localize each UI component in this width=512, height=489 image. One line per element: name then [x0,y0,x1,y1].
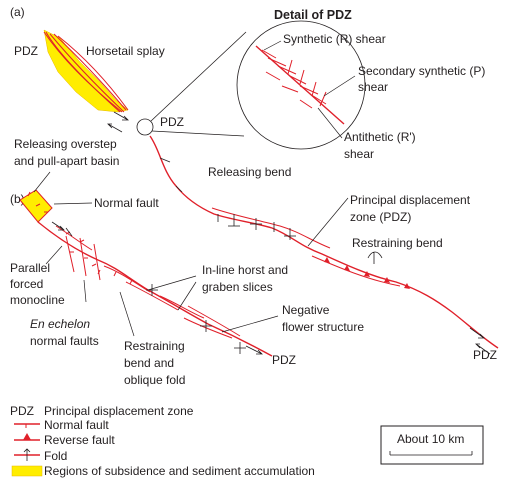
overstep-leader [33,171,51,193]
synthetic-label: Synthetic (R) shear [283,32,386,46]
detail-title: Detail of PDZ [274,8,352,22]
pdz-small-circle [136,118,154,136]
secondary-leader [323,75,356,97]
oblique-label-2: bend and [124,356,174,370]
legend-pdz-text: Principal displacement zone [44,404,194,418]
oblique-label-1: Restraining [124,339,185,353]
horsetail-splay [43,29,129,113]
antithetic-leader [317,107,343,139]
scale-label: About 10 km [397,432,464,446]
oblique-label-3: oblique fold [124,373,185,387]
detail-circle [236,20,366,150]
legend-reverse-tooth [23,433,31,440]
fold-symbols-b [65,227,246,354]
pdz-label-2: zone (PDZ) [350,210,411,224]
pdz-mid-label: PDZ [272,353,296,367]
overstep-label-2: and pull-apart basin [14,154,119,168]
echelon-label-2: normal faults [30,334,99,348]
parallel-label-3: monocline [10,293,65,307]
pdz-right-label: PDZ [473,348,497,362]
oblique-leader [119,291,135,337]
negative-label-2: flower structure [282,320,364,334]
legend-normal: Normal fault [44,418,109,432]
secondary-label-1: Secondary synthetic (P) [358,64,485,78]
inline-leader-2 [177,281,197,311]
pdz-circle-label: PDZ [160,115,184,129]
panel-b-letter: (b) [10,192,25,206]
legend-fold: Fold [44,449,67,463]
scale-bar [389,451,473,456]
horsetail-label: Horsetail splay [86,44,165,58]
parallel-label-1: Parallel [10,261,50,275]
releasing-bend-label: Releasing bend [208,165,291,179]
pdz-label-1: Principal displacement [350,193,471,207]
inline-leader-1 [147,275,197,291]
normal-fault-ticks-b [65,231,133,285]
restraining-fold-glyph [367,251,383,264]
legend-subsidence: Regions of subsidence and sediment accum… [44,464,315,478]
normal-fault-leader [53,202,93,205]
echelon-label-1: En echelon [30,317,90,331]
pdz-left-label: PDZ [14,44,38,58]
overstep-label-1: Releasing overstep [14,137,117,151]
shear-arrows-left [107,111,129,133]
detail-faults [255,45,345,125]
legend-subsidence-swatch [11,465,43,477]
scale-box: About 10 km [380,425,484,465]
antithetic-label-2: shear [344,147,374,161]
parallel-label-2: forced [10,277,43,291]
shear-arrows-b [51,221,263,355]
negative-label-1: Negative [282,303,330,317]
pull-apart-basin [19,189,53,223]
panel-a-letter: (a) [10,5,25,19]
legend: PDZ Principal displacement zone Normal f… [10,404,315,478]
inline-label-2: graben slices [202,280,273,294]
parallel-leader [45,245,63,265]
restraining-bend-label: Restraining bend [352,236,443,250]
antithetic-label-1: Antithetic (R') [344,130,416,144]
secondary-label-2: shear [358,80,388,94]
inline-label-1: In-line horst and [202,263,288,277]
negative-leader [221,315,279,333]
legend-fold-glyph [23,448,31,461]
pdz-leader [307,197,349,247]
synthetic-leader [263,40,282,51]
normal-fault-label: Normal fault [94,196,159,210]
detail-connector-bottom [151,130,245,137]
legend-pdz-abbr: PDZ [10,404,34,418]
reverse-fault-teeth [324,257,410,289]
detail-connector-top [150,31,247,122]
legend-reverse: Reverse fault [44,433,115,447]
fault-ticks-a [159,157,296,240]
echelon-leader [83,279,87,303]
shear-arrows-right [469,327,491,355]
